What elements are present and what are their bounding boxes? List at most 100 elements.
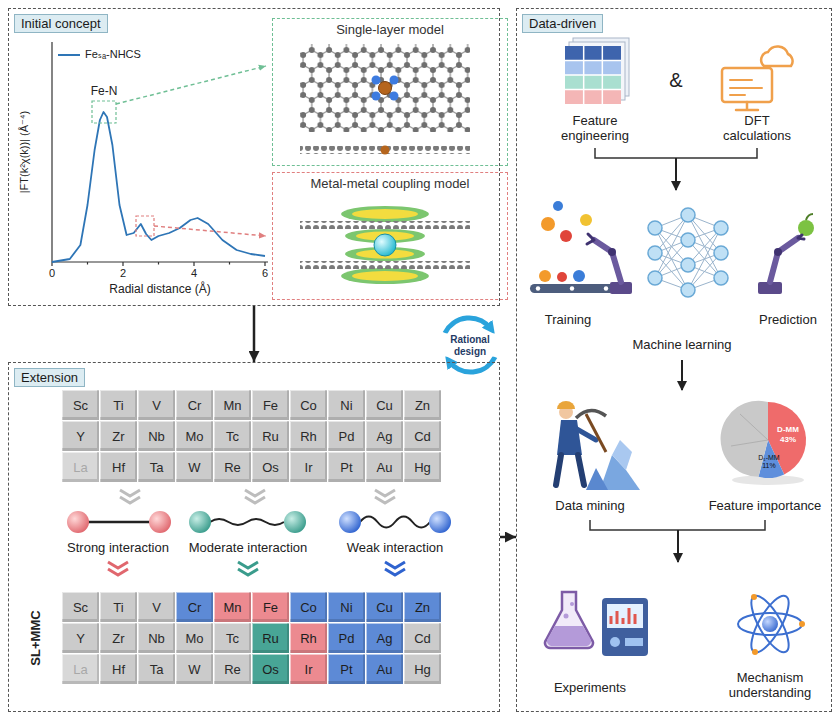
element-symbol: Fe bbox=[263, 600, 278, 615]
feature-engineering-icon bbox=[565, 38, 629, 104]
metal-metal-coupling-structure bbox=[300, 206, 470, 284]
tick-label: 4 bbox=[191, 267, 197, 280]
element-symbol: Tc bbox=[226, 429, 239, 444]
element-cell: Zr bbox=[100, 623, 137, 653]
element-symbol: Cr bbox=[188, 398, 202, 413]
model-title: Metal-metal coupling model bbox=[273, 176, 507, 191]
element-cell: Pt bbox=[328, 654, 365, 684]
element-symbol: Zn bbox=[415, 398, 430, 413]
element-cell: Re bbox=[214, 452, 251, 482]
element-cell: Cr bbox=[176, 592, 213, 622]
element-symbol: Au bbox=[377, 460, 393, 475]
prediction-icon bbox=[758, 214, 814, 294]
element-cell: Mo bbox=[176, 623, 213, 653]
peak-label: Fe-N bbox=[91, 85, 118, 99]
element-symbol: Nb bbox=[148, 429, 165, 444]
element-symbol: Y bbox=[76, 631, 85, 646]
tick-label: 6 bbox=[262, 267, 268, 280]
element-symbol: V bbox=[152, 398, 161, 413]
element-symbol: Cu bbox=[376, 600, 393, 615]
element-symbol: Ir bbox=[305, 662, 313, 677]
element-cell: Y bbox=[62, 623, 99, 653]
element-cell: Rh bbox=[290, 421, 327, 451]
element-cell: Cd bbox=[404, 623, 441, 653]
element-symbol: Hg bbox=[414, 662, 431, 677]
element-symbol: Cd bbox=[414, 631, 431, 646]
element-symbol: Rh bbox=[300, 631, 317, 646]
element-cell: Zn bbox=[404, 390, 441, 420]
pie-label: D-MM bbox=[777, 425, 799, 434]
element-symbol: Re bbox=[224, 460, 241, 475]
element-cell: Rh bbox=[290, 623, 327, 653]
element-cell: Zr bbox=[100, 421, 137, 451]
element-cell: Mn bbox=[214, 390, 251, 420]
element-cell: Co bbox=[290, 592, 327, 622]
interaction-symbols bbox=[67, 490, 451, 575]
element-symbol: Ti bbox=[113, 398, 123, 413]
neural-network-icon bbox=[648, 208, 728, 297]
element-symbol: V bbox=[152, 600, 161, 615]
element-symbol: Co bbox=[300, 600, 317, 615]
flow-arrow bbox=[500, 536, 516, 539]
element-symbol: Os bbox=[262, 460, 279, 475]
element-symbol: Sc bbox=[73, 600, 88, 615]
element-cell: W bbox=[176, 654, 213, 684]
element-symbol: Cu bbox=[376, 398, 393, 413]
legend-line bbox=[58, 54, 80, 56]
dft-icon bbox=[722, 46, 793, 110]
element-symbol: Mo bbox=[185, 429, 203, 444]
element-symbol: Ni bbox=[340, 398, 352, 413]
element-symbol: La bbox=[73, 460, 87, 475]
element-symbol: Ag bbox=[377, 631, 393, 646]
element-cell: Mo bbox=[176, 421, 213, 451]
element-cell: Y bbox=[62, 421, 99, 451]
step-label: Mechanism understanding bbox=[710, 671, 830, 701]
axis-title: Radial distance (Å) bbox=[109, 283, 210, 297]
element-symbol: Au bbox=[377, 662, 393, 677]
element-symbol: Os bbox=[262, 662, 279, 677]
element-symbol: Hg bbox=[414, 460, 431, 475]
element-cell: Fe bbox=[252, 390, 289, 420]
panel-tag: Data-driven bbox=[522, 14, 603, 33]
element-cell: Hg bbox=[404, 452, 441, 482]
element-symbol: Zr bbox=[112, 631, 124, 646]
interaction-label: Moderate interaction bbox=[189, 541, 308, 556]
model-box: Single-layer model bbox=[272, 18, 508, 166]
element-cell: Ag bbox=[366, 623, 403, 653]
element-symbol: Y bbox=[76, 429, 85, 444]
element-symbol: Ta bbox=[150, 662, 164, 677]
element-cell: Au bbox=[366, 654, 403, 684]
element-cell: V bbox=[138, 592, 175, 622]
rational-design-cycle bbox=[437, 312, 503, 378]
element-symbol: Sc bbox=[73, 398, 88, 413]
element-symbol: Zr bbox=[112, 429, 124, 444]
element-cell: Pd bbox=[328, 421, 365, 451]
connector-symbol: & bbox=[669, 69, 682, 92]
element-symbol: Re bbox=[224, 662, 241, 677]
section-panel: ExtensionScTiVCrMnFeCoNiCuZnYZrNbMoTcRuR… bbox=[8, 362, 500, 712]
axis-title: |FT(k²χ(k))| (Å⁻⁴) bbox=[18, 111, 31, 194]
element-symbol: Ni bbox=[340, 600, 352, 615]
element-cell: Ti bbox=[100, 390, 137, 420]
element-symbol: Pd bbox=[339, 429, 355, 444]
element-symbol: Ta bbox=[150, 460, 164, 475]
element-symbol: Rh bbox=[300, 429, 317, 444]
flow-arrow bbox=[253, 306, 256, 362]
element-cell: Sc bbox=[62, 592, 99, 622]
element-symbol: Pt bbox=[340, 662, 352, 677]
element-cell: Pd bbox=[328, 623, 365, 653]
panel-tag: Initial concept bbox=[14, 14, 108, 33]
element-cell: Hf bbox=[100, 654, 137, 684]
pie-value: 11% bbox=[762, 462, 776, 470]
element-cell: Ru bbox=[252, 623, 289, 653]
element-symbol: La bbox=[73, 662, 87, 677]
cycle-label: Rational design bbox=[444, 334, 496, 357]
model-box: Metal-metal coupling model bbox=[272, 172, 508, 300]
element-cell: Ag bbox=[366, 421, 403, 451]
feature-importance-pie bbox=[721, 401, 807, 485]
table-label: SL+MMC bbox=[29, 610, 44, 665]
element-cell: Ni bbox=[328, 390, 365, 420]
model-title: Single-layer model bbox=[273, 22, 507, 37]
single-layer-structure bbox=[300, 44, 470, 155]
step-label: Experiments bbox=[554, 681, 626, 696]
